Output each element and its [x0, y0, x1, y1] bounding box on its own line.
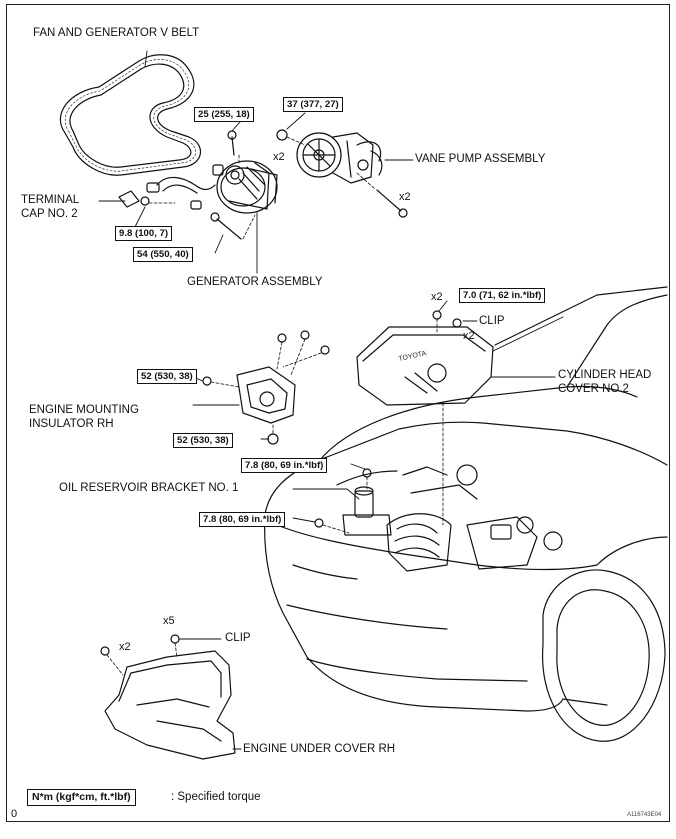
label-oil-bracket: OIL RESERVOIR BRACKET NO. 1 — [59, 482, 239, 494]
diagram-frame: TOYOTA — [6, 4, 670, 822]
qty-cover-nut: x2 — [431, 291, 443, 303]
under-cover-drawing — [100, 634, 242, 760]
car-body-drawing — [264, 286, 668, 742]
fan-belt-drawing — [59, 50, 201, 176]
label-generator: GENERATOR ASSEMBLY — [187, 276, 323, 288]
figure-id: A116743E04 — [627, 812, 662, 818]
torque-box-cover-nut: 7.0 (71, 62 in.*lbf) — [459, 288, 546, 303]
label-clip-top: CLIP — [479, 315, 505, 327]
cylinder-head-cover-drawing: TOYOTA — [356, 310, 564, 526]
label-cyl-cover-1: CYLINDER HEAD — [558, 369, 652, 381]
label-terminal-cap-2: CAP NO. 2 — [21, 208, 78, 220]
torque-box-terminal: 9.8 (100, 7) — [115, 226, 173, 241]
vane-pump-drawing — [276, 129, 408, 218]
torque-box-mount-bolt: 52 (530, 38) — [137, 369, 197, 384]
label-terminal-cap-1: TERMINAL — [21, 194, 80, 206]
label-mount-1: ENGINE MOUNTING — [29, 404, 139, 416]
torque-box-bracket-upper: 7.8 (80, 69 in.*lbf) — [241, 458, 328, 473]
label-clip-bottom: CLIP — [225, 632, 251, 644]
qty-pump-nut: x2 — [273, 151, 285, 163]
legend-box: N*m (kgf*cm, ft.*lbf) — [27, 789, 136, 806]
engine-mount-drawing — [202, 330, 330, 445]
label-under-cover: ENGINE UNDER COVER RH — [243, 743, 396, 755]
page-marker: 0 — [11, 808, 18, 820]
qty-clip-top: x2 — [463, 330, 475, 342]
qty-under-clip: x5 — [163, 615, 175, 627]
torque-box-generator-lower: 54 (550, 40) — [133, 247, 193, 262]
torque-box-generator-upper: 25 (255, 18) — [194, 107, 254, 122]
label-cyl-cover-2: COVER NO.2 — [558, 383, 629, 395]
svg-text:TOYOTA: TOYOTA — [398, 350, 427, 363]
torque-box-mount-nut: 52 (530, 38) — [173, 433, 233, 448]
label-fan-belt: FAN AND GENERATOR V BELT — [33, 27, 200, 39]
qty-pump-bolt: x2 — [399, 191, 411, 203]
label-mount-2: INSULATOR RH — [29, 418, 114, 430]
qty-under-bolt: x2 — [119, 641, 131, 653]
engine-bay-drawing — [314, 464, 563, 572]
torque-box-bracket-lower: 7.8 (80, 69 in.*lbf) — [199, 512, 286, 527]
label-vane-pump: VANE PUMP ASSEMBLY — [415, 153, 546, 165]
generator-drawing — [118, 130, 278, 274]
legend-text: : Specified torque — [171, 791, 261, 803]
torque-box-pump-nut: 37 (377, 27) — [283, 97, 343, 112]
